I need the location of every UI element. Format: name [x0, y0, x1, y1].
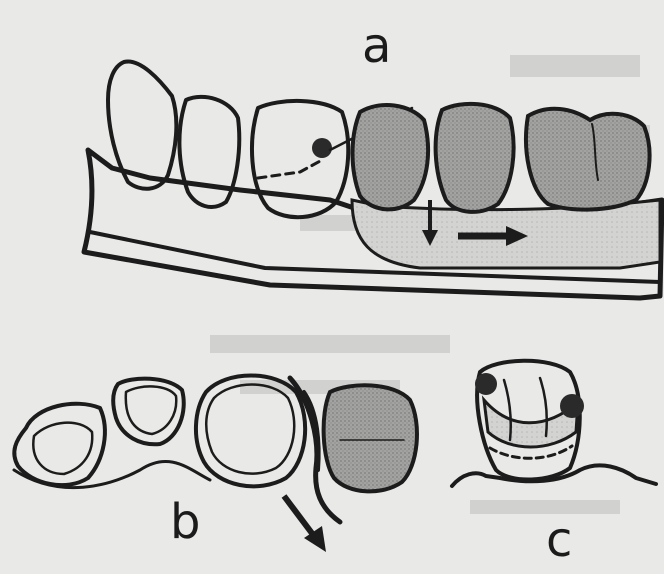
shaded-molar-tooth	[526, 109, 650, 210]
rest-seat-marker	[312, 138, 332, 158]
diagonal-arrow	[284, 496, 326, 552]
panel-label-c: c	[546, 512, 572, 568]
lateral-incisor-tooth	[179, 97, 239, 207]
clasp-tip-right-marker	[560, 394, 584, 418]
clasp-dashed-line	[258, 160, 322, 178]
panel-label-a: a	[362, 18, 391, 74]
connector-line	[14, 461, 210, 487]
clasp-tip-left-marker	[475, 373, 497, 395]
shaded-premolar-tooth	[353, 105, 429, 209]
shaded-tooth	[324, 385, 417, 491]
panel-c: c	[452, 361, 656, 568]
shaded-premolar-tooth-2	[436, 104, 514, 212]
panel-label-b: b	[170, 494, 200, 550]
panel-b: b	[14, 376, 417, 553]
